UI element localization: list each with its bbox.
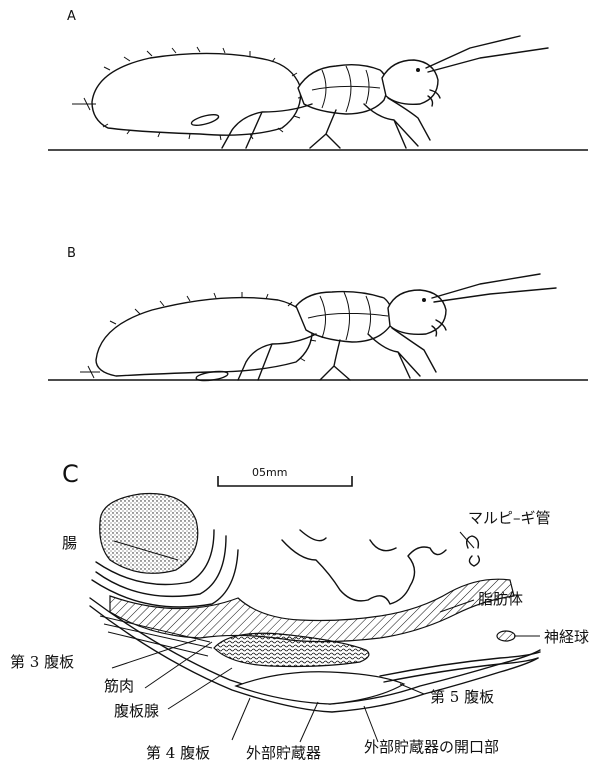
label-sternal-gland: 腹板腺 bbox=[114, 702, 159, 720]
intestine-shape bbox=[100, 494, 198, 574]
label-sternite-3: 第 3 腹板 bbox=[10, 653, 74, 671]
panel-b: B bbox=[48, 246, 588, 382]
termite-b-drawing bbox=[80, 274, 556, 382]
label-external-reservoir: 外部貯蔵器 bbox=[246, 744, 321, 762]
ganglion-shape bbox=[497, 631, 515, 641]
label-reservoir-opening: 外部貯蔵器の開口部 bbox=[364, 738, 499, 756]
panel-c: C 05mm bbox=[10, 460, 589, 762]
panel-a-letter: A bbox=[67, 9, 76, 24]
panel-b-letter: B bbox=[67, 246, 76, 261]
scale-bar-label: 05mm bbox=[252, 466, 287, 479]
scale-bar: 05mm bbox=[218, 466, 352, 486]
label-intestine: 腸 bbox=[62, 534, 77, 552]
panel-a: A bbox=[48, 9, 588, 150]
label-sternite-5: 第 5 腹板 bbox=[430, 688, 494, 706]
label-muscle: 筋肉 bbox=[104, 677, 134, 695]
panel-c-letter: C bbox=[62, 460, 79, 488]
label-ganglion: 神経球 bbox=[544, 628, 589, 646]
label-sternite-4: 第 4 腹板 bbox=[146, 744, 210, 762]
label-malpighian-tubule: マルピ–ギ管 bbox=[468, 509, 551, 527]
label-fat-body: 脂肪体 bbox=[478, 590, 523, 608]
termite-a-drawing bbox=[72, 36, 548, 148]
